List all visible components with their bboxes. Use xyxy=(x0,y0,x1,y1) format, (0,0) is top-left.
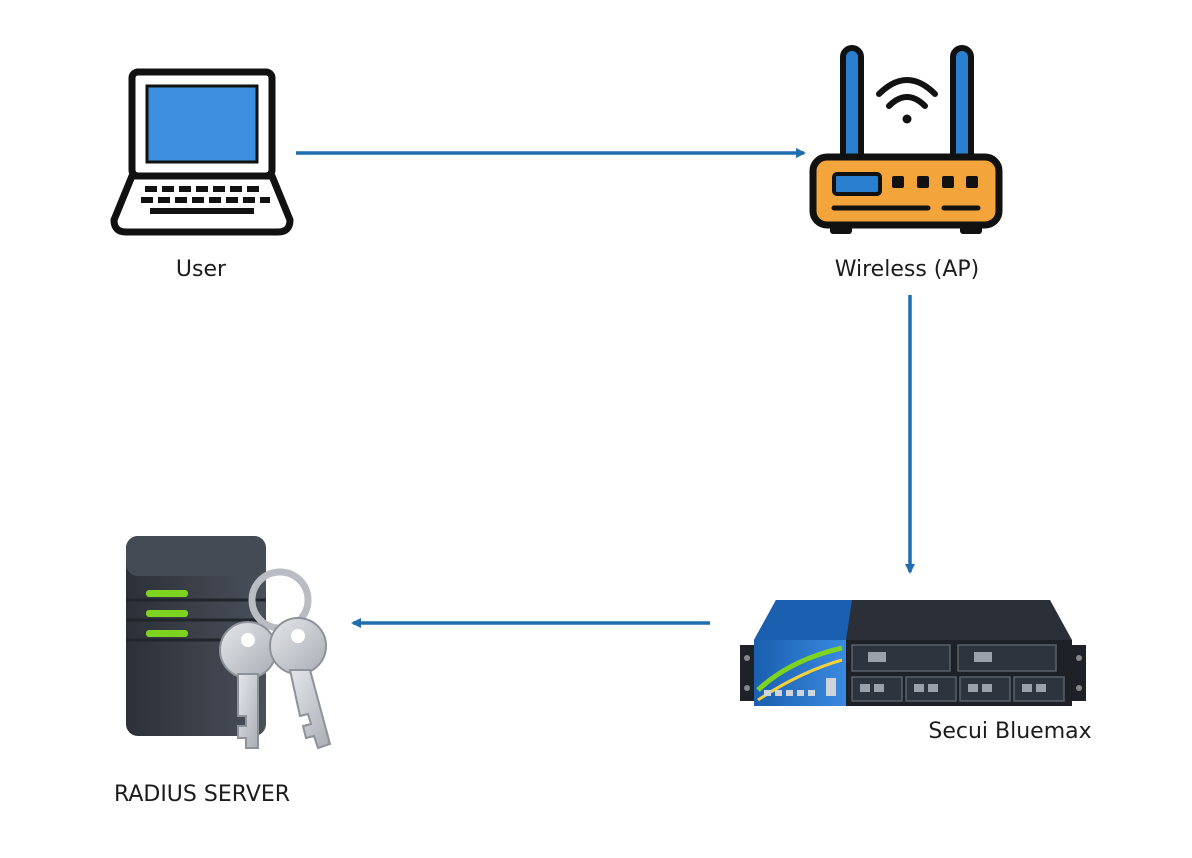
node-user: User xyxy=(110,68,294,282)
laptop-icon xyxy=(110,68,294,236)
firewall-label: Secui Bluemax xyxy=(928,719,1091,744)
server-keys-icon xyxy=(126,536,332,750)
user-label: User xyxy=(176,257,227,282)
node-radius: RADIUS SERVER xyxy=(114,536,332,807)
wireless-router-icon xyxy=(809,45,1003,234)
radius-label: RADIUS SERVER xyxy=(114,782,290,807)
key-icon xyxy=(269,617,332,750)
firewall-appliance-icon xyxy=(740,600,1086,706)
key-icon xyxy=(219,621,277,749)
wifi-signal-icon xyxy=(876,77,938,109)
ap-label: Wireless (AP) xyxy=(835,257,980,282)
node-firewall: Secui Bluemax xyxy=(740,600,1092,744)
node-ap: Wireless (AP) xyxy=(809,45,1003,282)
